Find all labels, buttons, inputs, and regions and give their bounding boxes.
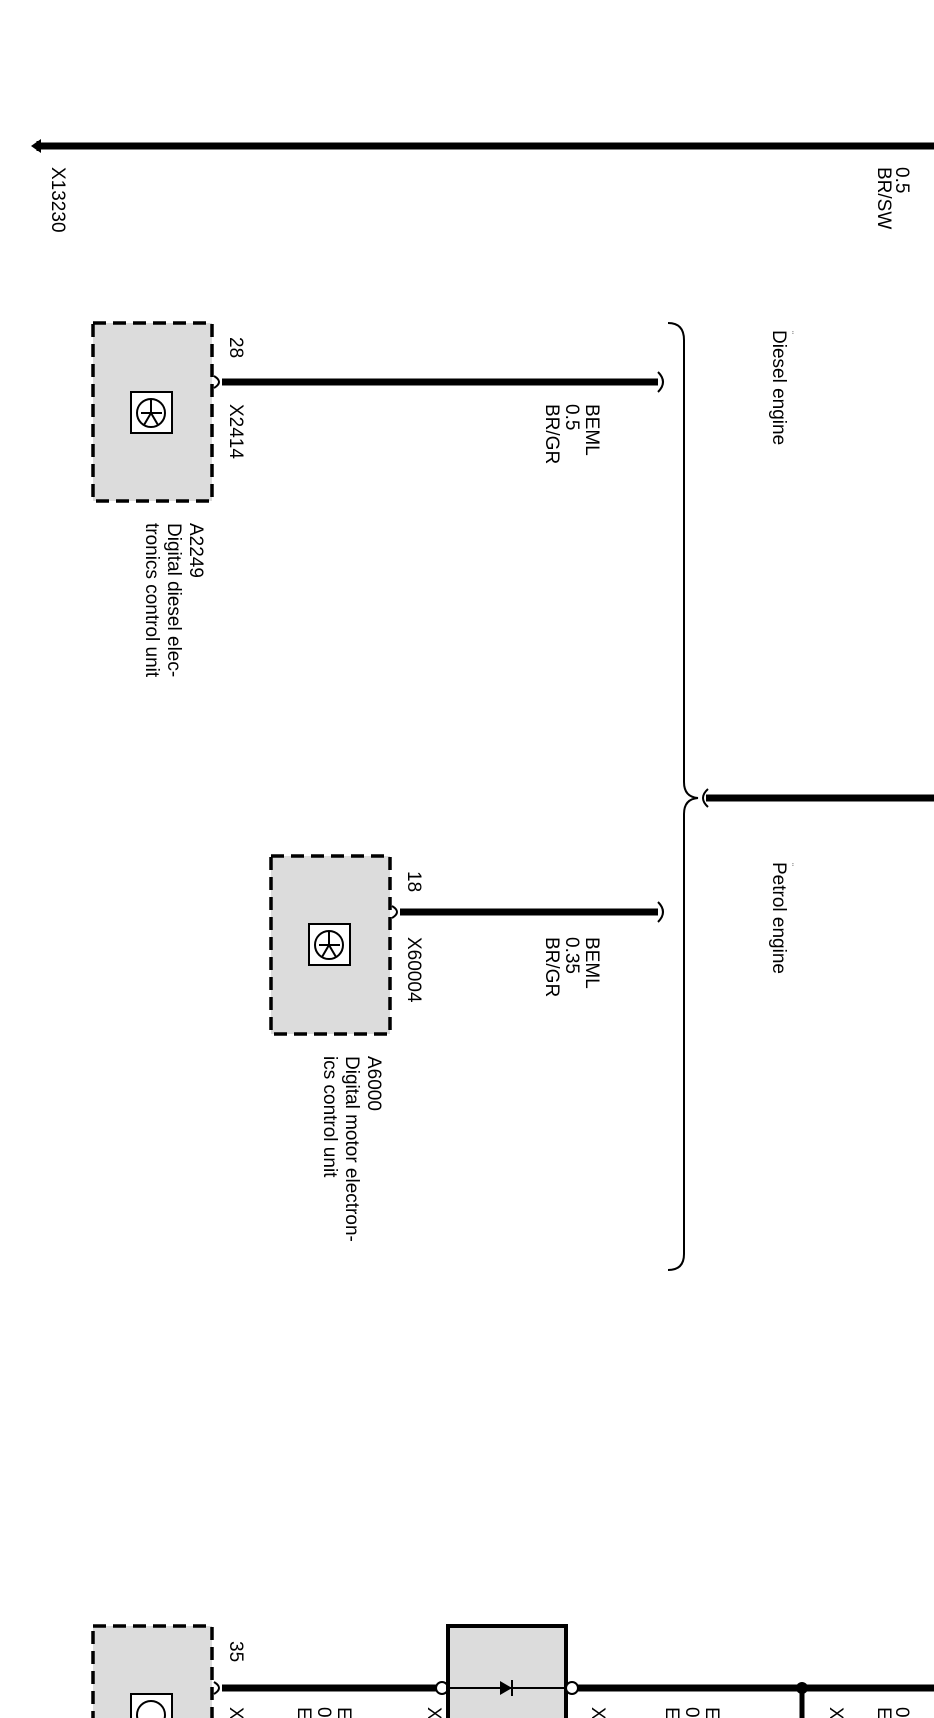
diesel-wire-color: BR/GR xyxy=(541,404,562,464)
variant-brace xyxy=(667,322,699,1271)
bottom-wire-a-2: 0 xyxy=(313,1707,334,1718)
bottom-connector-a: X xyxy=(225,1707,246,1718)
bottom-terminal-b xyxy=(565,1681,579,1695)
bottom-circuit xyxy=(91,1624,934,1718)
diesel-pin-number: 28 xyxy=(225,337,246,358)
bottom-connector-c: X xyxy=(587,1707,608,1718)
petrol-branch xyxy=(269,854,664,1036)
diesel-wire-size: 0.5 xyxy=(561,404,582,430)
variant-feed-break xyxy=(702,788,709,808)
diesel-pin-contact xyxy=(213,375,220,389)
transistor-icon xyxy=(130,1693,173,1718)
main-bus-wire-color: BR/SW xyxy=(873,167,894,229)
bottom-wire-a-3: E xyxy=(333,1707,354,1718)
petrol-pin-contact xyxy=(391,905,398,919)
main-bus xyxy=(31,139,934,153)
bottom-wire-b-1: E xyxy=(701,1707,722,1718)
petrol-wire-break xyxy=(657,901,664,923)
diesel-branch xyxy=(91,321,664,503)
petrol-connector: X60004 xyxy=(403,937,424,1003)
bottom-pin-contact xyxy=(213,1681,220,1695)
diesel-unit-desc-2: tronics control unit xyxy=(141,523,162,678)
petrol-unit-id: A6000 xyxy=(363,1056,384,1111)
variant-label-diesel: Diesel engine xyxy=(768,330,789,445)
transistor-icon xyxy=(130,391,173,434)
bottom-pin-number: 35 xyxy=(225,1641,246,1662)
diesel-wire-break xyxy=(657,371,664,393)
bottom-diode-box[interactable] xyxy=(446,1624,568,1718)
petrol-unit-desc-1: Digital motor electron- xyxy=(341,1056,362,1242)
transistor-icon xyxy=(308,923,351,966)
bottom-wire-b-3: E xyxy=(661,1707,682,1718)
diesel-unit-id: A2249 xyxy=(185,523,206,578)
bottom-connector-b: X xyxy=(423,1707,444,1718)
main-bus-connector: X13230 xyxy=(47,167,68,233)
diesel-connector: X2414 xyxy=(225,404,246,459)
bottom-wire-a-1: E xyxy=(293,1707,314,1718)
bottom-wire-c-1: 0 xyxy=(891,1707,912,1718)
variant-label-petrol: Petrol engine xyxy=(768,862,789,974)
diode-icon xyxy=(500,1680,513,1696)
petrol-wire-name: BEML xyxy=(581,937,602,989)
petrol-wire-color: BR/GR xyxy=(541,937,562,997)
main-bus-wire-size: 0.5 xyxy=(891,167,912,193)
bottom-wire-c-2: E xyxy=(873,1707,894,1718)
variant-brace-line xyxy=(667,322,699,1271)
diesel-unit-desc-1: Digital diesel elec- xyxy=(163,523,184,677)
petrol-pin-number: 18 xyxy=(403,871,424,892)
petrol-unit-desc-2: ics control unit xyxy=(319,1056,340,1178)
variant-mark-diesel: ¨ xyxy=(785,331,795,334)
bottom-connector-d: X xyxy=(825,1707,846,1718)
petrol-wire-size: 0.35 xyxy=(561,937,582,974)
variant-mark-petrol: ¨ xyxy=(785,863,795,866)
diesel-wire-name: BEML xyxy=(581,404,602,456)
bottom-wire-b-2: 0 xyxy=(681,1707,702,1718)
